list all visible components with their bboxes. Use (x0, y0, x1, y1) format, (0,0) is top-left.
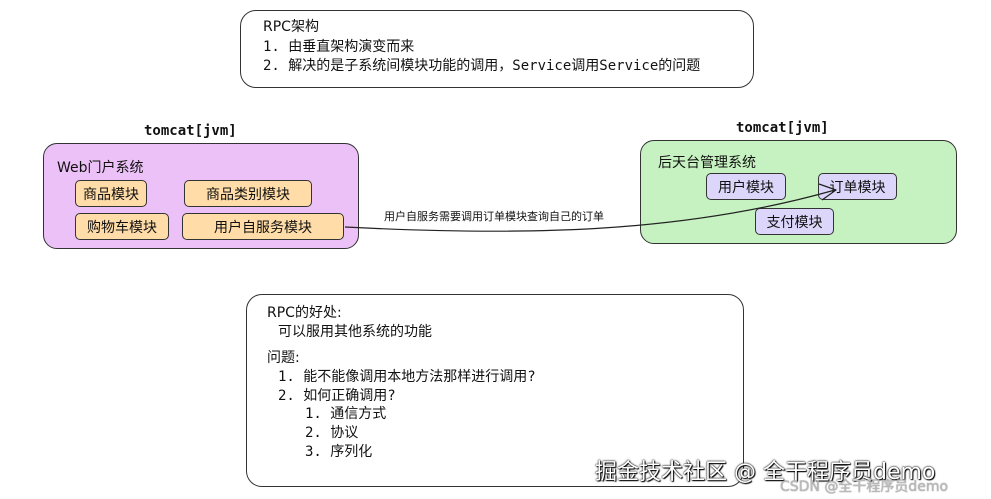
user-self-service-module: 用户自服务模块 (182, 213, 344, 240)
note-title: RPC架构 (263, 19, 319, 35)
note-line-1: 1. 由垂直架构演变而来 (263, 39, 415, 55)
web-portal-title: Web门户系统 (57, 160, 144, 176)
shopping-cart-module: 购物车模块 (75, 213, 169, 240)
issue-2: 2. 如何正确调用? (278, 388, 396, 404)
issue-1: 1. 能不能像调用本地方法那样进行调用? (278, 369, 536, 385)
rpc-benefits-note: RPC的好处: 可以服用其他系统的功能 问题: 1. 能不能像调用本地方法那样进… (246, 294, 744, 487)
order-module: 订单模块 (818, 173, 897, 200)
rpc-architecture-note: RPC架构 1. 由垂直架构演变而来 2. 解决的是子系统间模块功能的调用，Se… (240, 10, 754, 88)
juejin-watermark: 掘金技术社区 @ 全干程序员demo (595, 460, 936, 485)
arrow-label: 用户自服务需要调用订单模块查询自己的订单 (384, 210, 604, 223)
product-module: 商品模块 (75, 180, 147, 207)
user-module: 用户模块 (706, 173, 786, 200)
sub-item-3: 3. 序列化 (305, 444, 373, 460)
issue-title: 问题: (267, 350, 300, 366)
payment-module: 支付模块 (755, 208, 834, 235)
left-jvm-label: tomcat[jvm] (144, 123, 237, 139)
note-line-2: 2. 解决的是子系统间模块功能的调用，Service调用Service的问题 (263, 58, 701, 74)
csdn-watermark: CSDN @全干程序员demo (780, 479, 949, 495)
backend-admin-title: 后天台管理系统 (658, 155, 756, 171)
right-jvm-label: tomcat[jvm] (736, 120, 829, 136)
benefit-title: RPC的好处: (267, 305, 342, 321)
product-category-module: 商品类别模块 (184, 180, 312, 207)
benefit-text: 可以服用其他系统的功能 (278, 324, 432, 340)
sub-item-1: 1. 通信方式 (305, 406, 387, 422)
sub-item-2: 2. 协议 (305, 425, 359, 441)
